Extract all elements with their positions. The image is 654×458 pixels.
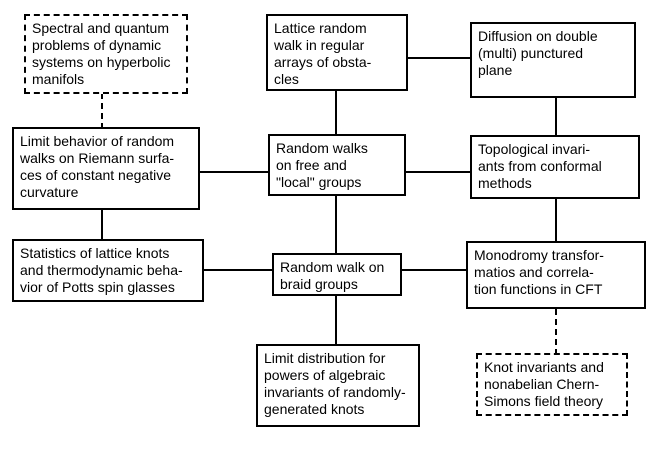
- node-spectral-quantum-problems: Spectral and quantum problems of dynamic…: [24, 14, 188, 94]
- node-line: ants from conformal: [478, 158, 602, 174]
- node-line: curvature: [20, 184, 79, 200]
- node-line: systems on hyperbolic: [32, 54, 171, 70]
- node-line: "local" groups: [276, 174, 362, 190]
- node-line: manifols: [32, 71, 85, 87]
- node-line: vior of Potts spin glasses: [20, 279, 175, 295]
- node-line: powers of algebraic: [264, 367, 386, 383]
- node-line: Lattice random: [274, 20, 367, 36]
- node-line: (multi) punctured: [478, 45, 584, 61]
- node-line: braid groups: [280, 276, 358, 292]
- node-lattice-random-walk: Lattice random walk in regular arrays of…: [266, 14, 408, 91]
- node-line: walks on Riemann surfa-: [20, 150, 175, 166]
- node-knot-invariants-chern-simons: Knot invariants and nonabelian Chern- Si…: [476, 353, 628, 416]
- node-line: on free and: [276, 157, 347, 173]
- node-limit-behavior-riemann: Limit behavior of random walks on Rieman…: [12, 127, 200, 210]
- node-line: Limit behavior of random: [20, 133, 175, 149]
- node-line: ces of constant negative: [20, 167, 171, 183]
- node-line: Statistics of lattice knots: [20, 245, 170, 261]
- node-line: and thermodynamic beha-: [20, 262, 183, 278]
- node-line: Simons field theory: [484, 393, 604, 409]
- node-random-walk-braid-groups: Random walk on braid groups: [272, 253, 402, 296]
- node-monodromy-transformations: Monodromy transfor- matios and correla- …: [466, 241, 646, 309]
- node-line: Monodromy transfor-: [474, 247, 604, 263]
- node-line: Limit distribution for: [264, 350, 386, 366]
- node-line: nonabelian Chern-: [484, 376, 600, 392]
- node-line: plane: [478, 62, 513, 78]
- node-line: Knot invariants and: [484, 359, 604, 375]
- node-line: arrays of obsta-: [274, 54, 372, 70]
- node-lattice-knots-statistics: Statistics of lattice knots and thermody…: [12, 239, 204, 302]
- node-line: cles: [274, 71, 299, 87]
- node-line: Topological invari-: [478, 141, 591, 157]
- node-line: Spectral and quantum: [32, 20, 169, 36]
- node-line: invariants of randomly-: [264, 384, 406, 400]
- node-line: Random walk on: [280, 259, 385, 275]
- node-line: methods: [478, 175, 532, 191]
- node-line: Diffusion on double: [478, 28, 598, 44]
- node-limit-distribution-knots: Limit distribution for powers of algebra…: [256, 344, 420, 427]
- node-topological-invariants: Topological invari- ants from conformal …: [470, 135, 640, 199]
- node-random-walks-free-groups: Random walks on free and "local" groups: [268, 134, 406, 196]
- node-line: Random walks: [276, 140, 368, 156]
- node-line: tion functions in CFT: [474, 281, 603, 297]
- node-line: generated knots: [264, 401, 365, 417]
- node-diffusion-punctured-plane: Diffusion on double (multi) punctured pl…: [470, 22, 636, 98]
- node-line: walk in regular: [274, 37, 365, 53]
- node-line: problems of dynamic: [32, 37, 162, 53]
- node-line: matios and correla-: [474, 264, 594, 280]
